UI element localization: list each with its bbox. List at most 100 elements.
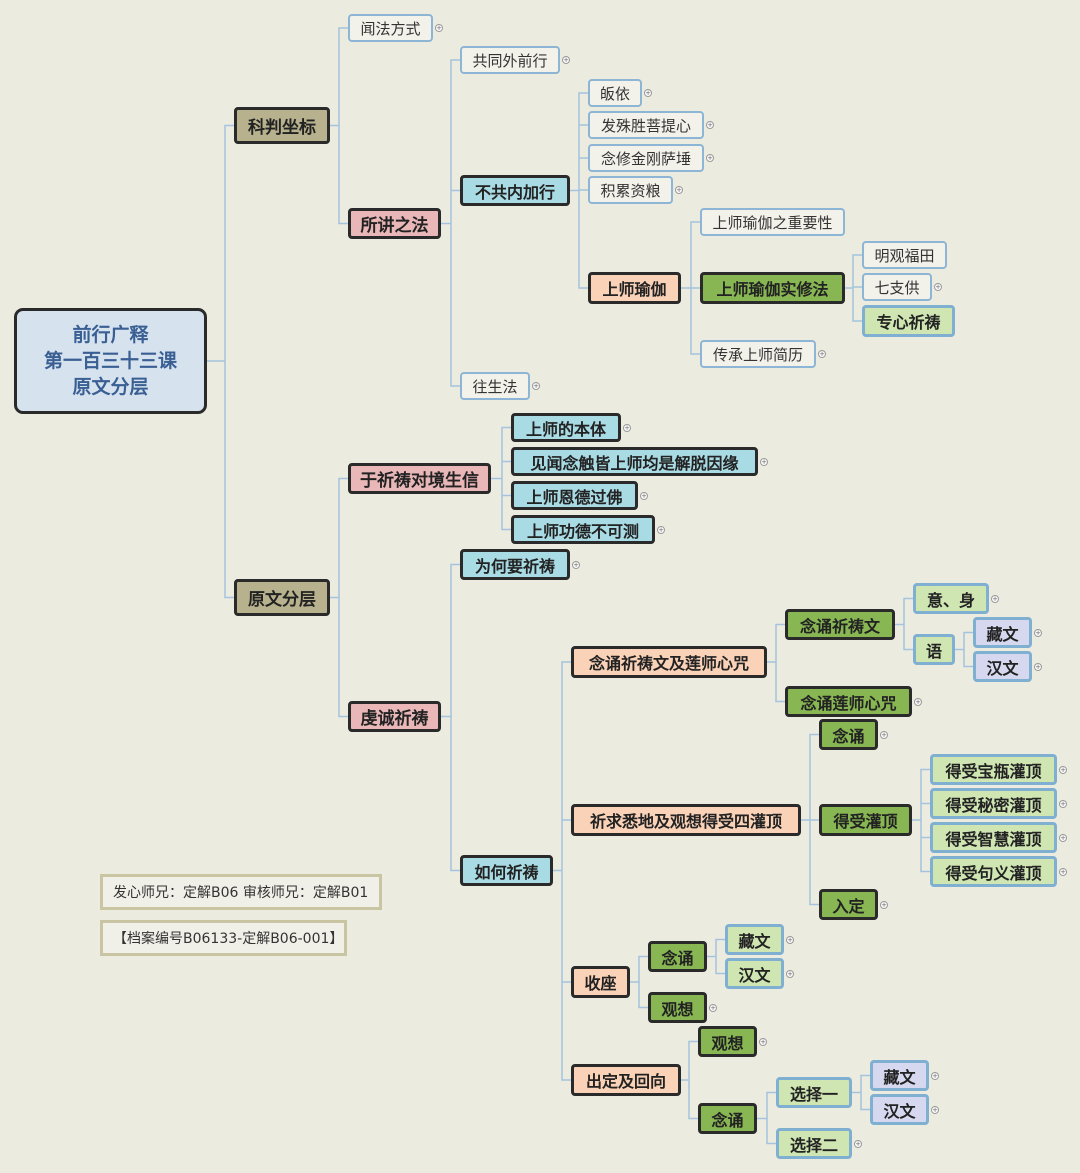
expand-toggle-icon[interactable]: + <box>934 283 942 291</box>
expand-toggle-icon[interactable]: + <box>931 1105 939 1114</box>
expand-toggle-icon[interactable]: + <box>1059 765 1067 774</box>
node-ns3[interactable]: 念诵 <box>698 1103 757 1134</box>
node-zw3[interactable]: 藏文 <box>870 1060 929 1091</box>
node-rd[interactable]: 入定 <box>819 889 878 920</box>
node-dsmm[interactable]: 得受秘密灌顶 <box>930 788 1057 819</box>
node-gx1[interactable]: 观想 <box>648 992 707 1023</box>
expand-toggle-icon[interactable]: + <box>435 24 443 32</box>
expand-toggle-icon[interactable]: + <box>1059 833 1067 842</box>
expand-toggle-icon[interactable]: + <box>880 900 888 909</box>
node-kp[interactable]: 科判坐标 <box>234 107 330 144</box>
archive-note: 【档案编号B06133-定解B06-001】 <box>100 920 347 956</box>
expand-toggle-icon[interactable]: + <box>644 89 652 97</box>
node-hw1[interactable]: 汉文 <box>973 651 1032 682</box>
connector-dsgd <box>912 768 930 873</box>
node-yu[interactable]: 语 <box>913 634 955 665</box>
connector-root <box>207 124 234 599</box>
node-ssyj[interactable]: 上师瑜伽 <box>588 272 681 304</box>
node-ns2[interactable]: 念诵 <box>648 941 707 972</box>
node-ssedgf[interactable]: 上师恩德过佛 <box>511 481 638 510</box>
node-sz[interactable]: 收座 <box>571 966 630 998</box>
expand-toggle-icon[interactable]: + <box>880 730 888 739</box>
connector-rhqd <box>553 661 571 1081</box>
node-bgnjx[interactable]: 不共内加行 <box>460 175 570 206</box>
node-ssyjsxf[interactable]: 上师瑜伽实修法 <box>700 272 845 304</box>
expand-toggle-icon[interactable]: + <box>931 1071 939 1080</box>
connector-kp <box>330 27 348 225</box>
node-hw2[interactable]: 汉文 <box>725 958 784 989</box>
node-dsgd[interactable]: 得受灌顶 <box>819 804 912 836</box>
expand-toggle-icon[interactable]: + <box>640 491 648 500</box>
connector-nsqdw2 <box>895 597 913 651</box>
node-jlzl[interactable]: 积累资粮 <box>588 176 673 204</box>
expand-toggle-icon[interactable]: + <box>914 697 922 706</box>
node-whyqd[interactable]: 为何要祈祷 <box>460 549 570 580</box>
node-mgft[interactable]: 明观福田 <box>862 241 947 269</box>
expand-toggle-icon[interactable]: + <box>1059 867 1067 876</box>
node-yqddjsx[interactable]: 于祈祷对境生信 <box>348 463 491 494</box>
expand-toggle-icon[interactable]: + <box>1034 628 1042 637</box>
node-zxqd[interactable]: 专心祈祷 <box>862 305 955 337</box>
node-xz1[interactable]: 选择一 <box>776 1077 852 1108</box>
node-cdjhx[interactable]: 出定及回向 <box>571 1064 681 1096</box>
node-ssdbt[interactable]: 上师的本体 <box>511 413 621 442</box>
node-ns1[interactable]: 念诵 <box>819 719 878 750</box>
node-qcqd[interactable]: 虔诚祈祷 <box>348 701 441 732</box>
expand-toggle-icon[interactable]: + <box>1034 662 1042 671</box>
expand-toggle-icon[interactable]: + <box>818 350 826 358</box>
expand-toggle-icon[interactable]: + <box>854 1139 862 1148</box>
node-fstpx[interactable]: 发殊胜菩提心 <box>588 111 704 139</box>
node-qzg[interactable]: 七支供 <box>862 273 932 301</box>
connector-xz1 <box>852 1074 870 1111</box>
node-zw1[interactable]: 藏文 <box>973 617 1032 648</box>
node-gy[interactable]: 皈依 <box>588 79 642 107</box>
node-xz2[interactable]: 选择二 <box>776 1128 852 1159</box>
node-nslsxz[interactable]: 念诵莲师心咒 <box>785 686 912 717</box>
node-ys[interactable]: 意、身 <box>913 583 989 614</box>
node-dszh[interactable]: 得受智慧灌顶 <box>930 822 1057 853</box>
node-zw2[interactable]: 藏文 <box>725 924 784 955</box>
connector-cdjhx <box>681 1040 698 1120</box>
node-ccssjl[interactable]: 传承上师简历 <box>700 340 816 368</box>
expand-toggle-icon[interactable]: + <box>706 154 714 162</box>
expand-toggle-icon[interactable]: + <box>675 186 683 194</box>
root-node[interactable]: 前行广释 第一百三十三课 原文分层 <box>14 308 207 414</box>
expand-toggle-icon[interactable]: + <box>786 935 794 944</box>
connector-ssyjsxf <box>845 254 862 322</box>
node-dsbp[interactable]: 得受宝瓶灌顶 <box>930 754 1057 785</box>
node-dsjy[interactable]: 得受句义灌顶 <box>930 856 1057 887</box>
expand-toggle-icon[interactable]: + <box>562 56 570 64</box>
expand-toggle-icon[interactable]: + <box>759 1037 767 1046</box>
node-qqxd[interactable]: 祈求悉地及观想得受四灌顶 <box>571 804 801 836</box>
connector-nsqdw <box>767 623 785 703</box>
expand-toggle-icon[interactable]: + <box>709 1003 717 1012</box>
node-gx2[interactable]: 观想 <box>698 1026 757 1057</box>
credits-note: 发心师兄：定解B06 审核师兄：定解B01 <box>100 874 382 910</box>
node-gtwqx[interactable]: 共同外前行 <box>460 46 560 74</box>
node-sjzf[interactable]: 所讲之法 <box>348 208 441 239</box>
node-ywfc[interactable]: 原文分层 <box>234 579 330 616</box>
expand-toggle-icon[interactable]: + <box>532 382 540 390</box>
node-wsf[interactable]: 往生法 <box>460 372 530 400</box>
connector-ywfc <box>330 477 348 718</box>
connector-bgnjx <box>570 92 588 289</box>
connector-ssyj <box>681 221 700 355</box>
connector-yu <box>955 631 973 668</box>
node-jwnc[interactable]: 见闻念触皆上师均是解脱因缘 <box>511 447 758 476</box>
node-hw3[interactable]: 汉文 <box>870 1094 929 1125</box>
expand-toggle-icon[interactable]: + <box>657 525 665 534</box>
expand-toggle-icon[interactable]: + <box>786 969 794 978</box>
node-nsqdw[interactable]: 念诵祈祷文及莲师心咒 <box>571 646 767 678</box>
node-nsqdw2[interactable]: 念诵祈祷文 <box>785 609 895 640</box>
node-nxjgsd[interactable]: 念修金刚萨埵 <box>588 144 704 172</box>
expand-toggle-icon[interactable]: + <box>572 560 580 569</box>
node-ssgdbkc[interactable]: 上师功德不可测 <box>511 515 655 544</box>
node-rhqd[interactable]: 如何祈祷 <box>460 855 553 886</box>
node-wffs[interactable]: 闻法方式 <box>348 14 433 42</box>
expand-toggle-icon[interactable]: + <box>760 457 768 466</box>
expand-toggle-icon[interactable]: + <box>991 594 999 603</box>
expand-toggle-icon[interactable]: + <box>706 121 714 129</box>
expand-toggle-icon[interactable]: + <box>623 423 631 432</box>
expand-toggle-icon[interactable]: + <box>1059 799 1067 808</box>
node-ssyjzzyx[interactable]: 上师瑜伽之重要性 <box>700 208 845 236</box>
